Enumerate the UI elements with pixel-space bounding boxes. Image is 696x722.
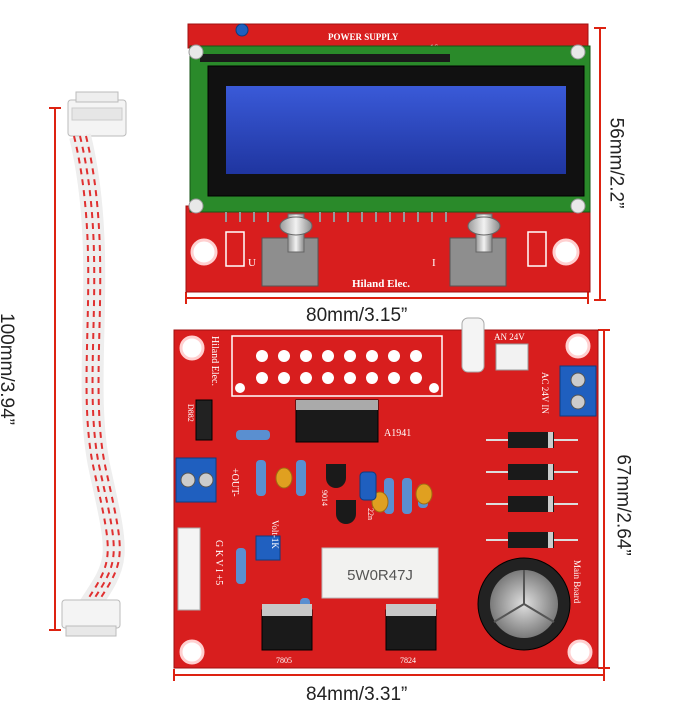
- small-electrolytic: [359, 471, 377, 501]
- board-title: POWER SUPPLY: [328, 32, 399, 42]
- top-width-label: 80mm/3.15”: [306, 305, 408, 326]
- pin-holes: [235, 350, 439, 393]
- r-label: 22n: [366, 508, 375, 520]
- lcd-bottom-pins: [225, 212, 447, 222]
- reg-left-label: 7805: [276, 656, 292, 665]
- lcd-module: POWER SUPPLY 16: [187, 23, 591, 222]
- resistor-value: 5W0R47J: [347, 567, 413, 584]
- diodes: [486, 432, 578, 548]
- bottom-board: Hiland Elec. AN 24V AC 24V IN +OUT- D882…: [173, 317, 599, 669]
- bulk-capacitor: [477, 557, 571, 651]
- t-label: 9014: [320, 490, 329, 506]
- transistor-label: A1941: [384, 428, 411, 439]
- bottom-maker-label: Hiland Elec.: [209, 336, 220, 386]
- regulator-7824: [385, 604, 437, 651]
- diode-label: D882: [186, 404, 195, 422]
- board-name-label: Main Board: [572, 560, 582, 604]
- lcd-screen: [226, 86, 566, 174]
- lcd-pin-header: [200, 54, 450, 62]
- top-maker-label: Hiland Elec.: [352, 278, 410, 290]
- trimmer-pot: [255, 535, 281, 561]
- terminal-ac-in: [559, 365, 597, 417]
- ribbon-cable: [61, 91, 127, 637]
- input-label: AC 24V IN: [540, 372, 550, 414]
- volt-label: Volt-1K: [270, 520, 280, 549]
- pin-header: [177, 527, 201, 611]
- dimension-lines: [49, 27, 610, 681]
- terminal-out: [175, 457, 217, 503]
- top-board: U I Hiland Elec.: [185, 205, 591, 293]
- cable-length-label: 100mm/3.94”: [0, 313, 17, 425]
- pin-labels: G K V I +5: [213, 540, 224, 585]
- bottom-height-label: 67mm/2.64”: [612, 454, 634, 556]
- power-transistor: [295, 399, 379, 443]
- pot-left: [261, 213, 319, 287]
- pot-right: [449, 213, 507, 287]
- regulator-7805: [261, 604, 313, 651]
- pot-left-label: U: [248, 257, 256, 269]
- top-height-label: 56mm/2.2”: [605, 117, 627, 209]
- power-resistor: [321, 547, 439, 599]
- reg-right-label: 7824: [400, 656, 416, 665]
- small-transistors: [326, 464, 356, 524]
- output-label: +OUT-: [229, 468, 240, 497]
- input-label-top: AN 24V: [494, 332, 525, 342]
- pot-right-label: I: [432, 257, 436, 269]
- bottom-width-label: 84mm/3.31”: [306, 684, 408, 705]
